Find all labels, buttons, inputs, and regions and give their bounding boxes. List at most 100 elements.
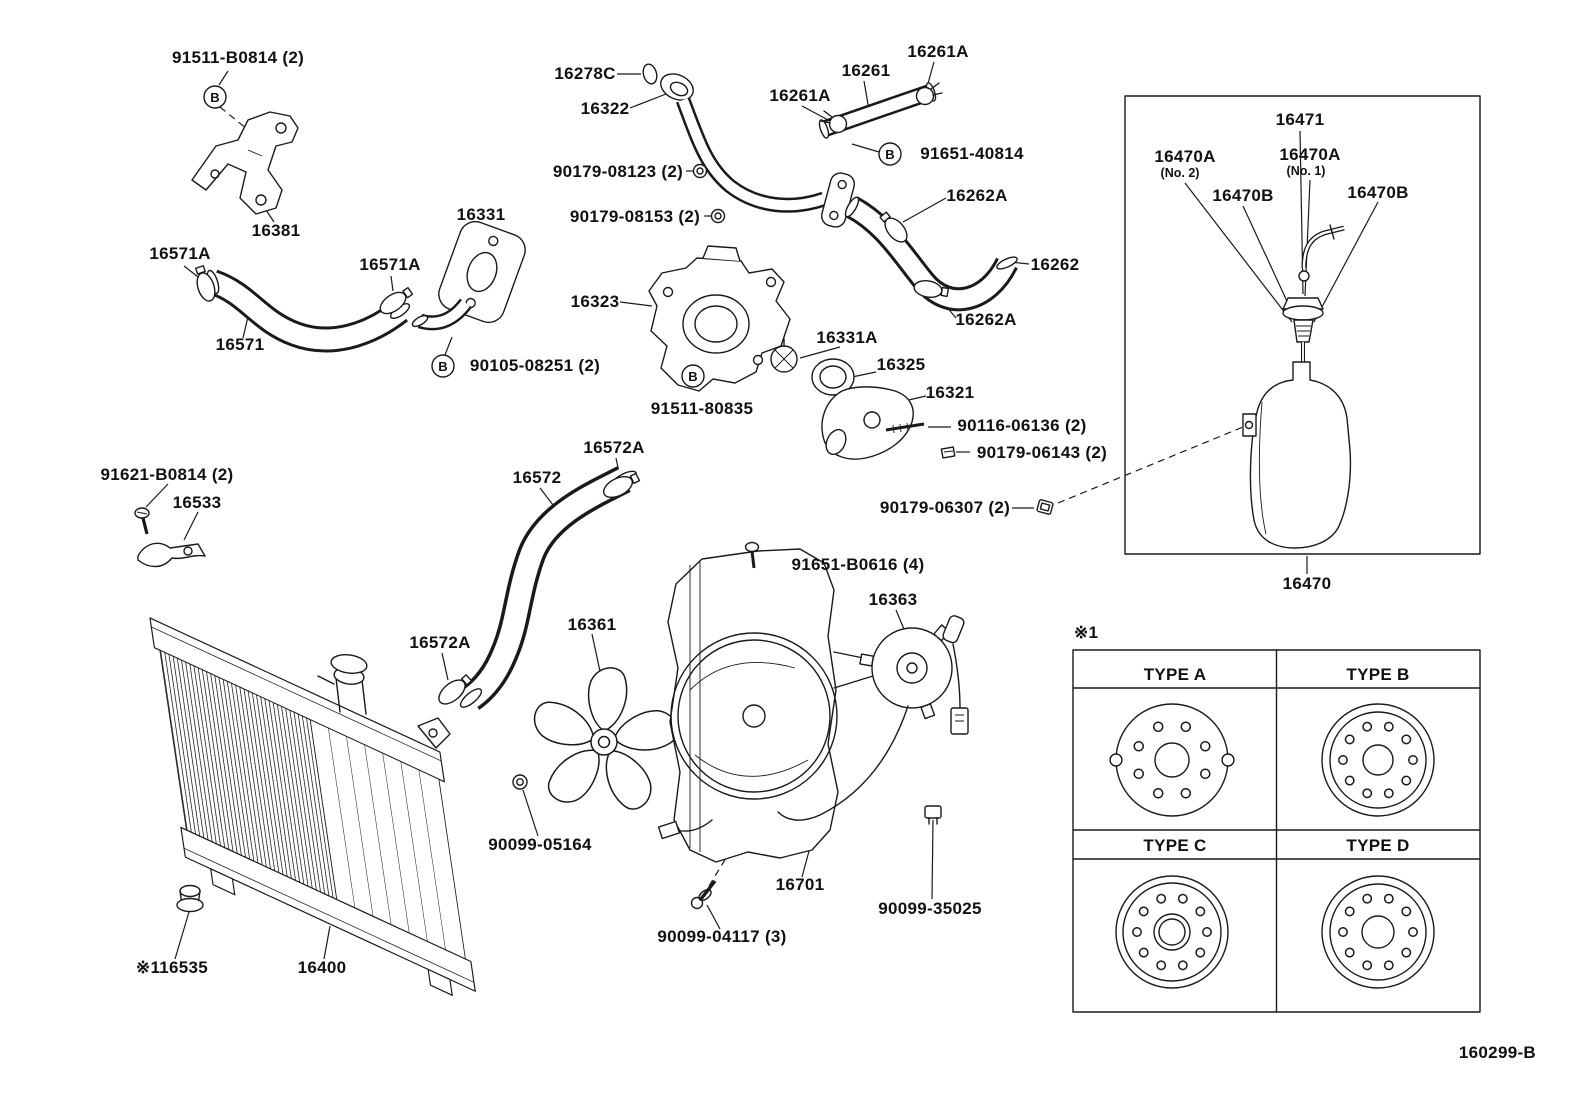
callout-16261a-1: 16261A [907,42,968,61]
part-16323-water-outlet [648,245,791,392]
callout-91621-b0814: 91621-B0814 (2) [100,465,233,484]
callout-90099-35025: 90099-35025 [878,899,982,918]
bolt-91651-b0616 [744,541,760,569]
part-16331-water-inlet [411,220,526,331]
part-16400-radiator [149,617,476,997]
callout-16331: 16331 [457,205,506,224]
part-16363-fan-motor [777,615,969,821]
nut-90179-08123 [692,163,708,179]
callout-16535: ※116535 [136,958,208,977]
callout-90179-08153: 90179-08153 (2) [570,207,700,226]
circled-b-letter: B [438,359,447,374]
part-16701-fan-shroud [657,548,839,863]
part-16361-fan [527,667,683,817]
part-16325-gasket [811,358,855,396]
type-b-header: TYPE B [1346,665,1409,684]
callout-16571a-1: 16571A [149,244,210,263]
type-d-header: TYPE D [1346,836,1409,855]
callout-90099-04117: 90099-04117 (3) [657,927,786,946]
type-table-note: ※1 [1074,623,1098,642]
callout-16571a-2: 16571A [359,255,420,274]
clamp-16572a-2 [438,674,473,705]
callout-16361: 16361 [568,615,617,634]
callout-16400: 16400 [298,958,347,977]
callout-16321: 16321 [926,383,975,402]
callout-16571: 16571 [216,335,265,354]
callout-16331a: 16331A [816,328,877,347]
callout-16363: 16363 [869,590,918,609]
radiator-filler-neck [317,654,368,715]
callout-90179-08123: 90179-08123 (2) [553,162,683,181]
callout-16262: 16262 [1031,255,1080,274]
reservoir-detail-box [1124,95,1481,555]
part-16381-bracket [191,111,299,215]
clamp-16572a-1 [602,472,641,499]
callout-16322: 16322 [581,99,630,118]
callout-91651-b0616: 91651-B0616 (4) [791,555,924,574]
callout-16572: 16572 [513,468,562,487]
nut-90179-06143 [940,446,956,459]
bolt-91621-b0814 [134,507,150,535]
callout-16325: 16325 [877,355,926,374]
callout-16470b-2: 16470B [1347,183,1408,202]
circled-b-icon-2: B [878,142,902,166]
clamp-16571a-2 [379,286,414,315]
circled-b-icon-3: B [431,354,455,378]
callout-90105-08251: 90105-08251 (2) [470,356,600,375]
callout-90179-06307: 90179-06307 (2) [880,498,1010,517]
callout-16572a-1: 16572A [583,438,644,457]
type-a-motor-view [1109,703,1235,817]
circled-b-letter: B [210,90,219,105]
callout-91651-40814: 91651-40814 [920,144,1024,163]
callout-16470a-no2-sub: (No. 2) [1161,166,1200,180]
type-c-motor-view [1115,875,1229,989]
callout-16572a-2: 16572A [409,633,470,652]
part-16533-bracket [137,542,206,568]
clip-16261a-1 [915,82,943,106]
callout-16262a-1: 16262A [946,186,1007,205]
callout-16701: 16701 [776,875,825,894]
part-16471-cap-tube [1282,224,1345,364]
callout-16470a-no2: 16470A [1154,147,1215,166]
type-c-header: TYPE C [1143,836,1206,855]
type-b-motor-view [1321,703,1435,817]
stud-90116-06136 [885,422,925,434]
callout-16470a-no1: 16470A [1279,145,1340,164]
callout-91511-80835: 91511-80835 [651,399,754,418]
radiator-upper-bracket [417,717,451,749]
callout-16278c: 16278C [554,64,615,83]
bolt-90099-04117 [690,879,717,910]
callout-91511-b0814: 91511-B0814 (2) [172,48,304,67]
callout-16470a-no1-sub: (No. 1) [1287,164,1326,178]
callout-90099-05164: 90099-05164 [488,835,592,854]
callout-16262a-2: 16262A [955,310,1016,329]
part-16321-inlet-housing [821,386,914,460]
callout-16323: 16323 [571,292,620,311]
callout-16261: 16261 [842,61,891,80]
circled-b-letter: B [885,147,894,162]
oring-16278c [642,63,658,85]
type-table: ※1 TYPE A TYPE B TYPE C TYPE D [1072,623,1481,1013]
callout-16470: 16470 [1283,574,1332,593]
callout-90116-06136: 90116-06136 (2) [957,416,1086,435]
part-16535-drain-plug [176,884,204,913]
callout-16533: 16533 [173,493,222,512]
circled-b-icon-1: B [203,85,227,109]
part-16470-reservoir-tank [1242,361,1352,549]
type-a-header: TYPE A [1144,665,1207,684]
callout-16261a-2: 16261A [769,86,830,105]
nut-90179-06307 [1036,499,1054,515]
callout-16470b-1: 16470B [1212,186,1273,205]
type-d-motor-view [1321,875,1435,989]
clip-16261a-2 [820,110,848,134]
clamp-16262a-2 [913,280,950,298]
callout-labels: 91511-B0814 (2) 16381 16571A 16571 16571… [100,42,1408,977]
callout-16471: 16471 [1276,110,1325,129]
part-16331a-thermostat [770,338,798,373]
circled-b-icon-4: B [681,364,705,388]
circled-b-letter: B [688,369,697,384]
callout-16381: 16381 [252,221,301,240]
nut-90179-08153 [710,208,726,224]
callout-90179-06143: 90179-06143 (2) [977,443,1107,462]
